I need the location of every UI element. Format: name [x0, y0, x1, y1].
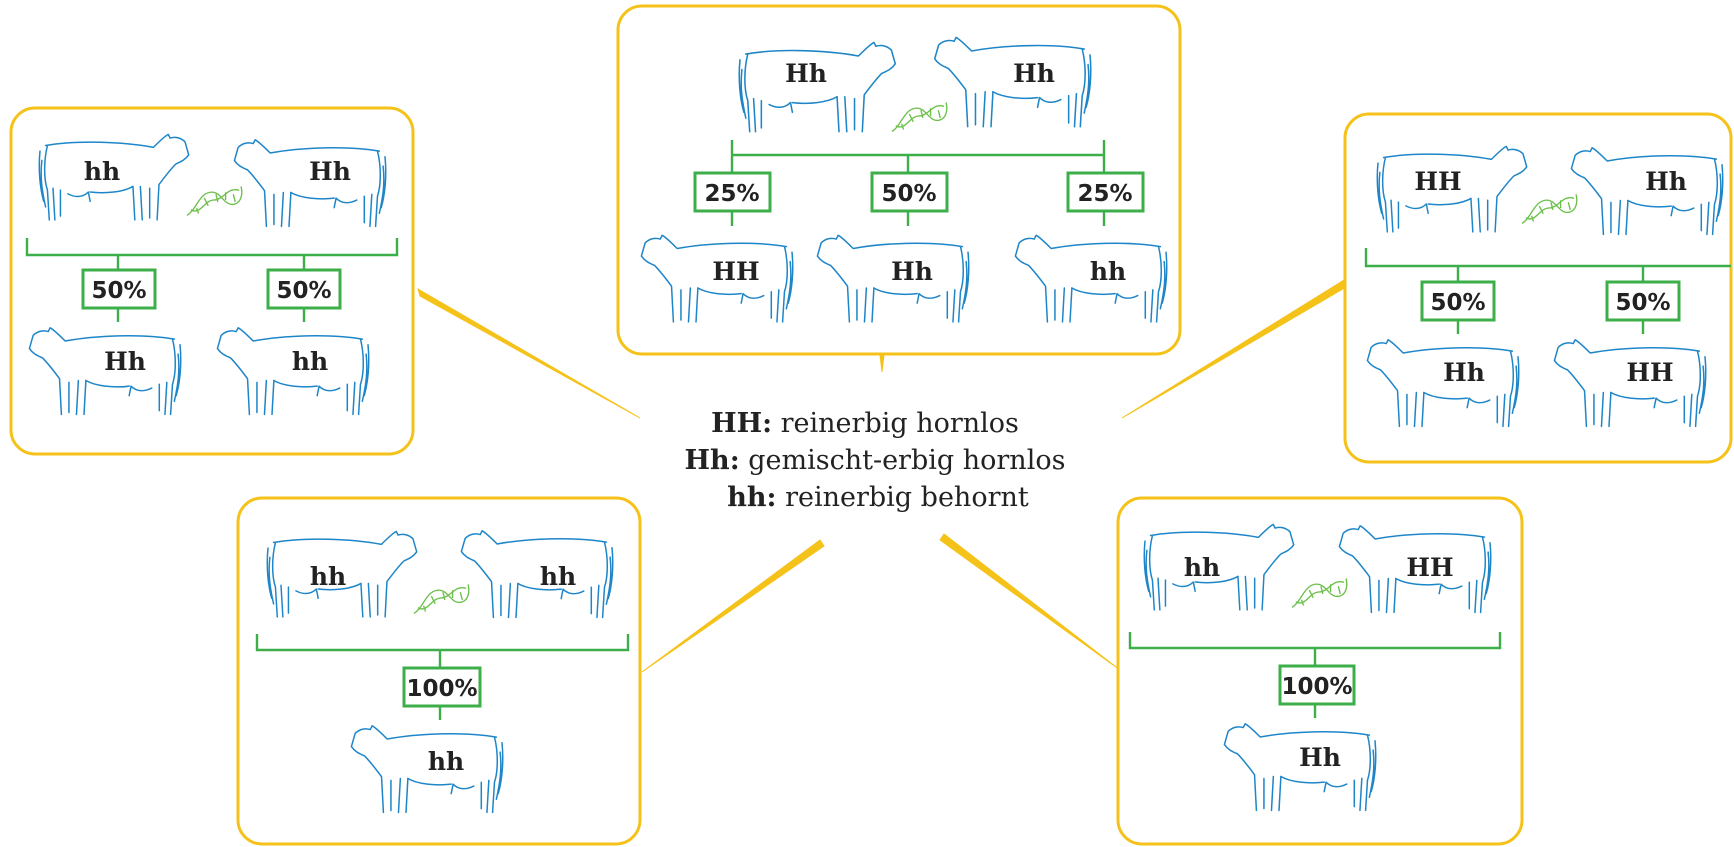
percent-box [1066, 171, 1145, 213]
cross-left-frame [9, 106, 415, 456]
offspring-genotype: hh [428, 747, 464, 776]
parent-genotype: Hh [785, 59, 827, 88]
percent-box [693, 171, 772, 213]
connector-top [879, 354, 885, 373]
parent-genotype: hh [310, 562, 346, 591]
percent-box [1278, 664, 1356, 706]
percent-box [1420, 280, 1496, 322]
connector-bottom-right [939, 533, 1121, 671]
percent-box [402, 666, 482, 708]
offspring-genotype: hh [292, 347, 328, 376]
inheritance-tree [1364, 248, 1731, 282]
offspring-genotype: Hh [104, 347, 146, 376]
offspring-genotype: Hh [891, 257, 933, 286]
legend-line-hh-upper: HH: reinerbig hornlos [711, 408, 1019, 439]
genotype-legend: HH: reinerbig hornlos Hh: gemischt-erbig… [685, 408, 1066, 513]
cross-top: Hh Hh 25% 50% 25% HH Hh hh [616, 4, 1182, 356]
offspring-percent: 50% [276, 278, 331, 304]
offspring-percent: 50% [881, 181, 936, 207]
cross-right-frame [1343, 112, 1733, 464]
inheritance-tree [255, 634, 630, 668]
cross-left: hh Hh 50% 50% Hh hh [9, 106, 415, 456]
offspring-genotype: hh [1090, 257, 1126, 286]
cross-bottom-right: hh HH 100% Hh [1116, 496, 1524, 846]
parent-genotype: hh [540, 562, 576, 591]
offspring-percent: 50% [1430, 290, 1485, 316]
cross-bottom-left: hh hh 100% hh [236, 496, 642, 846]
tree-ticks [730, 211, 1106, 226]
connector-bottom-left [641, 539, 825, 673]
percent-box [1605, 280, 1681, 322]
cross-right: HH Hh 50% 50% Hh HH [1343, 112, 1733, 464]
parent-genotype: Hh [1013, 59, 1055, 88]
inheritance-tree [25, 238, 399, 270]
inheritance-tree [1128, 632, 1502, 666]
offspring-percent: 100% [1281, 674, 1352, 700]
legend-line-hh-lower: hh: reinerbig behornt [727, 482, 1029, 513]
offspring-percent: 25% [1077, 181, 1132, 207]
parent-genotype: hh [1184, 553, 1220, 582]
offspring-genotype: Hh [1443, 358, 1485, 387]
offspring-percent: 50% [91, 278, 146, 304]
parent-genotype: Hh [1645, 167, 1687, 196]
parent-genotype: hh [84, 157, 120, 186]
tree-ticks [116, 308, 306, 322]
offspring-genotype: Hh [1299, 743, 1341, 772]
offspring-percent: 50% [1615, 290, 1670, 316]
connector-left [417, 287, 641, 419]
percent-box [81, 268, 157, 310]
parent-genotype: Hh [309, 157, 351, 186]
offspring-percent: 100% [406, 676, 477, 702]
connectors [417, 279, 1349, 673]
parent-genotype: HH [1414, 167, 1461, 196]
legend-line-hh-mixed: Hh: gemischt-erbig hornlos [685, 445, 1066, 476]
offspring-percent: 25% [704, 181, 759, 207]
tree-ticks [1456, 320, 1645, 334]
inheritance-tree [730, 140, 1106, 174]
percent-box [266, 268, 342, 310]
offspring-genotype: HH [712, 257, 759, 286]
offspring-genotype: HH [1626, 358, 1673, 387]
percent-box [870, 171, 949, 213]
parent-genotype: HH [1406, 553, 1453, 582]
